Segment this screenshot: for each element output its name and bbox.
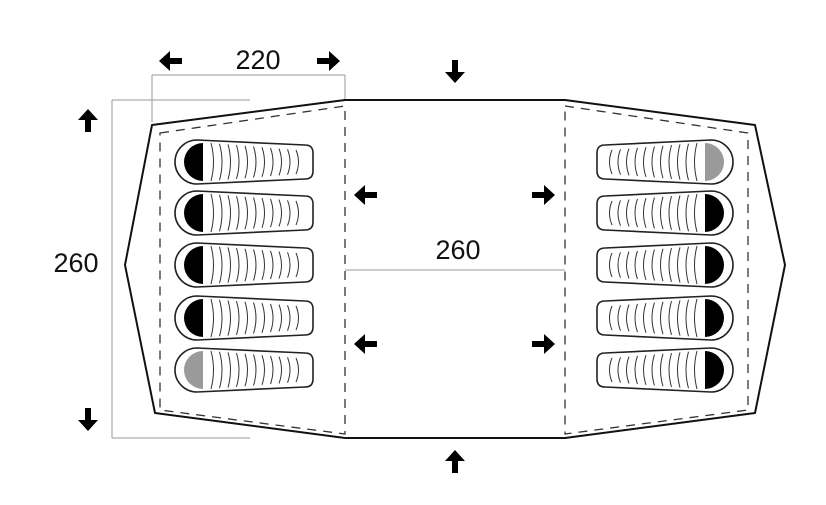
bag-head [184,299,203,337]
optional-sleeping-bag [596,139,734,185]
optional-sleeping-bag [174,347,314,393]
arrow-right-icon [532,334,555,354]
bag-head [184,194,203,232]
tent-outline [124,99,786,439]
arrow-up-icon [78,109,98,132]
arrow-left-icon [159,51,182,71]
arrow-up-icon [445,450,465,473]
arrow-down-icon [78,408,98,431]
bag-head [705,351,724,389]
arrow-right-icon [317,51,340,71]
sleeping-bag [596,242,734,288]
sleeping-bags [174,139,734,393]
sleeping-bag [596,190,734,236]
bag-head [184,351,203,389]
arrows [78,51,555,473]
bag-head [705,246,724,284]
dimension-lines [111,74,565,439]
bag-head [184,143,203,181]
sleeping-bag [174,139,314,185]
bag-head [705,143,724,181]
sleeping-bag [174,190,314,236]
arrow-down-icon [445,60,465,83]
arrow-right-icon [532,185,555,205]
sleeping-bag [174,295,314,341]
bag-head [184,246,203,284]
bag-head [705,299,724,337]
arrow-left-icon [354,334,377,354]
sleeping-bag [174,242,314,288]
left-inner-tent [159,105,346,435]
sleeping-bag [596,347,734,393]
bedroom-width-label: 220 [235,45,280,75]
right-inner-tent [564,105,749,435]
sleeping-bag [596,295,734,341]
tent-depth-label: 260 [53,248,98,278]
bag-head [705,194,724,232]
living-area-width-label: 260 [435,235,480,265]
arrow-left-icon [354,185,377,205]
